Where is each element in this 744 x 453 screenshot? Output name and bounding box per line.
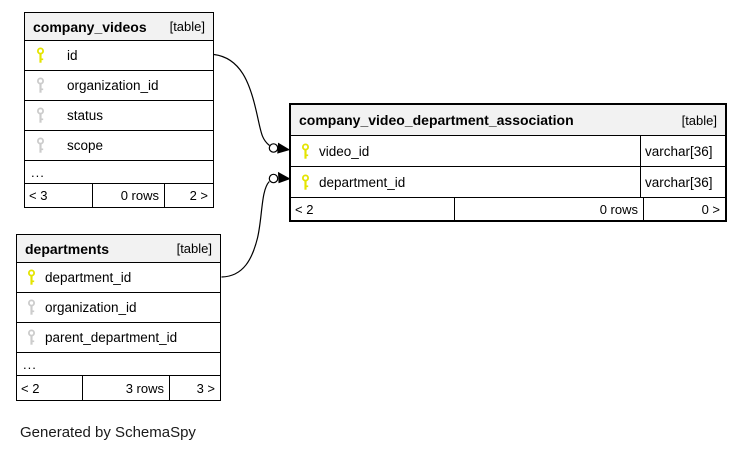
key-icon <box>27 329 36 345</box>
incoming-relationships-count: < 2 <box>21 380 40 396</box>
fk-endpoint-circle <box>268 173 279 184</box>
table-header[interactable]: departments [table] <box>17 235 220 262</box>
fk-arrowhead-icon <box>277 142 291 154</box>
column-name: video_id <box>319 143 370 159</box>
table-name: departments <box>25 240 110 257</box>
column-name: id <box>67 48 78 63</box>
fk-connector-departments-to-association <box>221 171 291 278</box>
column-name: scope <box>67 138 104 153</box>
ellipsis-text: ... <box>23 356 37 372</box>
table-name: company_video_department_association <box>299 112 574 128</box>
column-name: parent_department_id <box>45 330 178 345</box>
column-row-department-id[interactable]: department_id varchar[36] <box>291 166 725 197</box>
fk-connector-line <box>213 53 270 146</box>
primary-key-icon <box>27 269 36 285</box>
primary-key-icon <box>301 173 310 190</box>
table-kind-label: [table] <box>176 241 212 256</box>
table-footer: < 2 0 rows 0 > <box>291 197 725 220</box>
primary-key-icon <box>301 142 310 159</box>
column-row-organization-id[interactable]: organization_id <box>17 292 220 322</box>
more-columns-indicator: ... <box>25 160 213 183</box>
fk-arrowhead-icon <box>277 171 291 184</box>
key-icon <box>36 77 45 93</box>
table-header[interactable]: company_videos [table] <box>25 13 213 40</box>
incoming-relationships-count: < 2 <box>295 201 314 217</box>
column-type: varchar[36] <box>640 167 725 197</box>
column-name: status <box>67 108 104 123</box>
column-row-video-id[interactable]: video_id varchar[36] <box>291 135 725 166</box>
column-name: organization_id <box>67 78 159 93</box>
column-row-id[interactable]: id <box>25 40 213 70</box>
row-count: 0 rows <box>92 184 164 207</box>
column-row-organization-id[interactable]: organization_id <box>25 70 213 100</box>
table-kind-label: [table] <box>169 19 205 34</box>
table-departments[interactable]: departments [table] department_id organi… <box>16 234 221 401</box>
table-kind-label: [table] <box>681 112 717 128</box>
table-footer: < 2 3 rows 3 > <box>17 375 220 400</box>
incoming-relationships-count: < 3 <box>29 188 48 203</box>
column-name: department_id <box>319 174 406 190</box>
fk-connector-company-videos-to-association <box>213 53 291 154</box>
column-name: department_id <box>45 270 132 285</box>
outgoing-relationships-count: 0 > <box>643 198 725 220</box>
key-icon <box>36 107 45 123</box>
column-row-status[interactable]: status <box>25 100 213 130</box>
column-row-department-id[interactable]: department_id <box>17 262 220 292</box>
column-name: organization_id <box>45 300 137 315</box>
more-columns-indicator: ... <box>17 352 220 375</box>
outgoing-relationships-count: 3 > <box>169 376 220 400</box>
table-header[interactable]: company_video_department_association [ta… <box>291 105 725 135</box>
outgoing-relationships-count: 2 > <box>164 184 213 207</box>
key-icon <box>27 299 36 315</box>
fk-connector-line <box>221 181 270 278</box>
table-name: company_videos <box>33 18 147 35</box>
column-type: varchar[36] <box>640 136 725 166</box>
fk-endpoint-circle <box>268 143 279 153</box>
row-count: 3 rows <box>82 376 169 400</box>
key-icon <box>36 137 45 153</box>
ellipsis-text: ... <box>31 164 45 180</box>
table-company-video-department-association[interactable]: company_video_department_association [ta… <box>289 103 727 222</box>
column-row-scope[interactable]: scope <box>25 130 213 160</box>
table-footer: < 3 0 rows 2 > <box>25 183 213 207</box>
row-count: 0 rows <box>454 198 643 220</box>
table-company-videos[interactable]: company_videos [table] id organization_i… <box>24 12 214 208</box>
primary-key-icon <box>36 47 45 63</box>
generated-by-note: Generated by SchemaSpy <box>20 424 196 441</box>
column-row-parent-department-id[interactable]: parent_department_id <box>17 322 220 352</box>
